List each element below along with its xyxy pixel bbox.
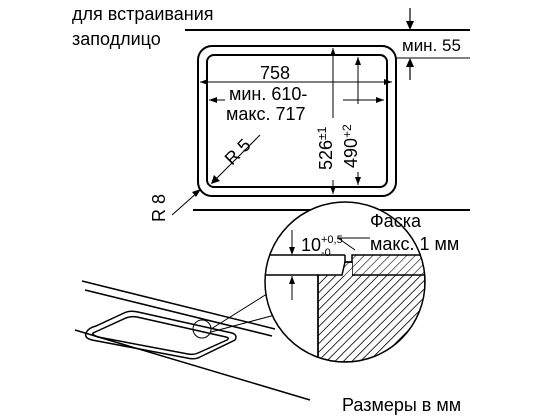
- min-gap-dimension: [395, 8, 470, 80]
- width-inner-max-label: макс. 717: [226, 104, 306, 124]
- r5-leader: [214, 134, 261, 181]
- worktop-perspective: [74, 280, 311, 401]
- cutout-outer-outline: [197, 45, 397, 197]
- units-note: Размеры в мм: [342, 395, 461, 415]
- width-758-dimension: [200, 79, 392, 85]
- width-outer-label: 758: [260, 63, 290, 83]
- detail-depth-tol-top: +0,5: [321, 234, 343, 246]
- height-inner-tolerance: +2: [340, 124, 354, 138]
- height-outer-label: 526±1: [315, 126, 336, 170]
- chamfer-value: макс. 1 мм: [370, 234, 459, 254]
- header-line-2: заподлицо: [72, 29, 161, 49]
- height-outer-main: 526: [316, 140, 336, 170]
- chamfer-label: Фаска: [370, 211, 422, 231]
- detail-marker: [192, 291, 276, 339]
- cutout-inner-outline: [206, 54, 388, 188]
- height-inner-label: 490+2: [340, 124, 361, 168]
- detail-depth-main: 10: [301, 235, 321, 255]
- height-outer-tolerance: ±1: [315, 126, 329, 140]
- radius-inner-label: R 5: [221, 135, 255, 169]
- min-gap-label: мин. 55: [402, 36, 461, 55]
- width-inner-min-label: мин. 610-: [229, 84, 307, 104]
- detail-magnifier: [264, 201, 426, 363]
- detail-depth-tol-bottom: -0: [321, 247, 331, 259]
- height-inner-main: 490: [341, 138, 361, 168]
- header-line-1: для встраивания: [72, 4, 214, 24]
- radius-outer-label: R 8: [149, 194, 169, 222]
